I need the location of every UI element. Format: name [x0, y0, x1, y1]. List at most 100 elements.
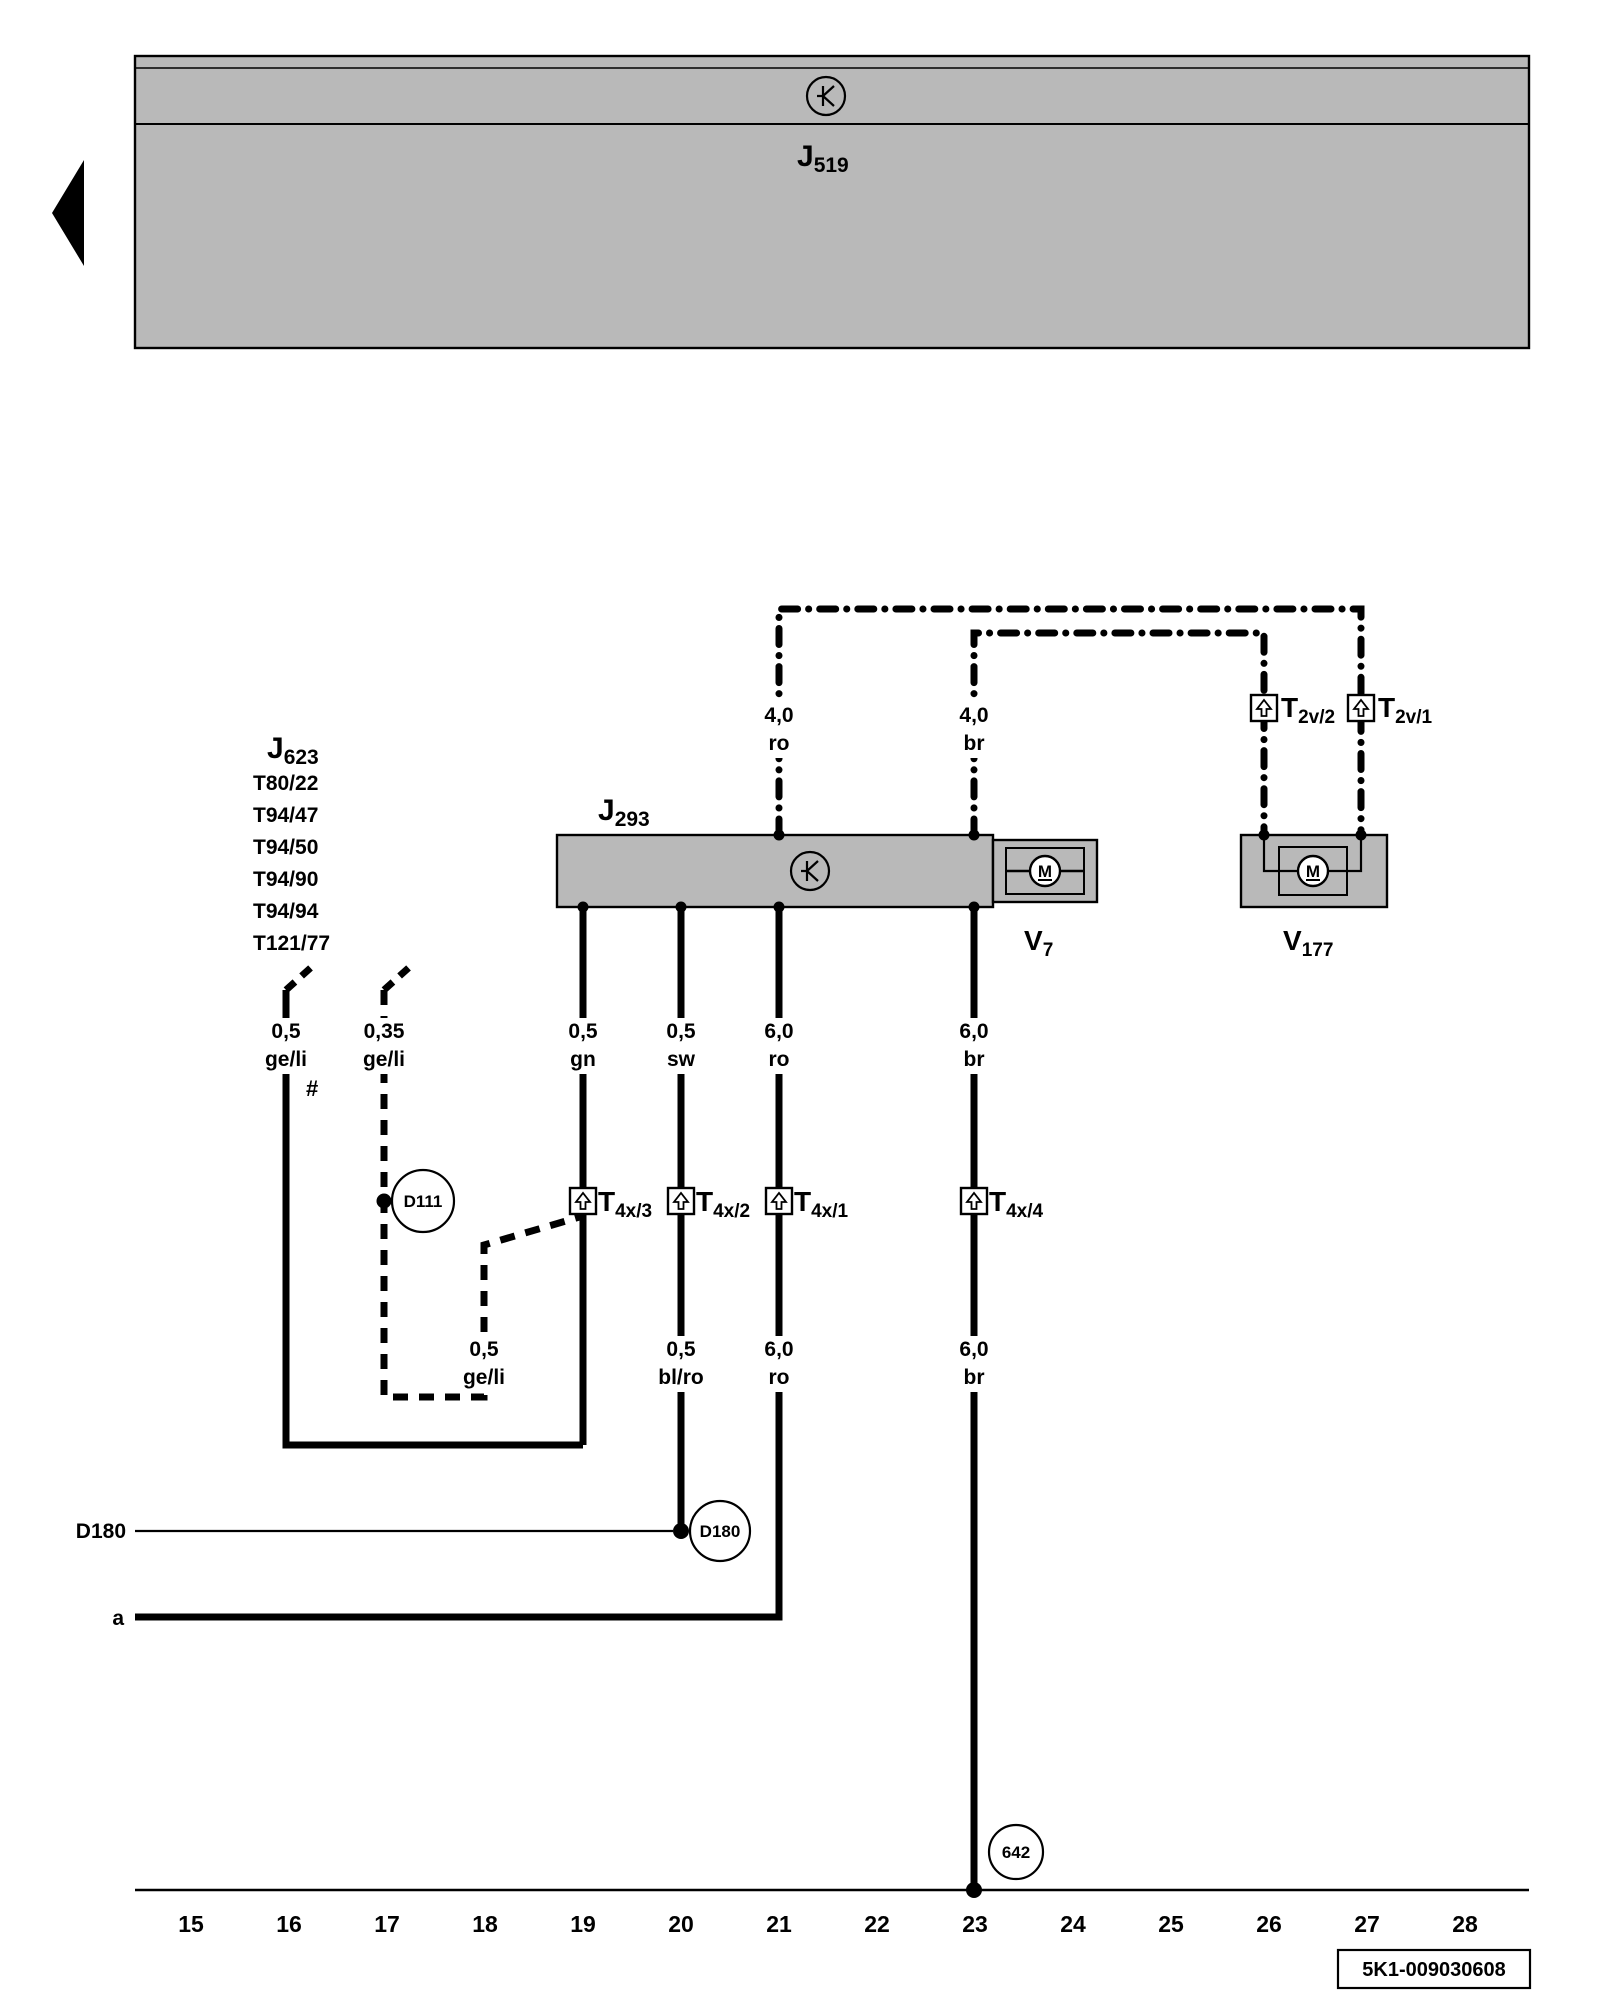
- grid-number: 25: [1158, 1911, 1184, 1937]
- grid-number: 20: [668, 1911, 694, 1937]
- wire-gauge-label: 6,0: [959, 1020, 988, 1043]
- wire-color-label: ge/li: [265, 1048, 307, 1071]
- grid-number: 19: [570, 1911, 596, 1937]
- connector-t4x2-icon: [666, 1186, 696, 1216]
- j293-label: J293: [598, 794, 650, 831]
- ground-junction-dot: [966, 1882, 982, 1898]
- module-j293: J293: [555, 794, 995, 913]
- t4x-connectors: T4x/3 T4x/2 T4x/1 T4x/4: [568, 1186, 1044, 1222]
- motor-letter: M: [1038, 862, 1052, 881]
- connector-t2v1-label: T2v/1: [1378, 692, 1433, 728]
- wire-labels-upper: 0,5 ge/li 0,35 ge/li 0,5 gn 0,5 sw 6,0 r…: [252, 1018, 1006, 1101]
- motor-lead: [1328, 835, 1363, 873]
- connector-t2v1-icon: [1346, 693, 1376, 723]
- label-plate: [348, 1018, 420, 1074]
- wire-geli-stub: [283, 960, 319, 993]
- wire-color-label: ge/li: [363, 1048, 405, 1071]
- top-circuit: 4,0 ro 4,0 br T2v/2 T2v/1: [747, 605, 1433, 839]
- wire-gauge-label: 4,0: [959, 704, 988, 727]
- v177-motor-housing: [1278, 846, 1348, 896]
- label-plate: [747, 1336, 811, 1392]
- connector-t2v2-label: T2v/2: [1281, 692, 1335, 728]
- wire-4-0-br: [970, 629, 1268, 839]
- part-number-box: [1336, 1948, 1532, 1990]
- hash-marker: #: [306, 1076, 318, 1101]
- wire-0-35-geli: [380, 990, 584, 1401]
- bottom-section: 15 16 17 18 19 20 21 22 23 24 25 26 27 2…: [135, 1882, 1532, 1990]
- grid-number: 17: [374, 1911, 400, 1937]
- j293-box: [555, 833, 995, 909]
- label-plate: [747, 700, 811, 758]
- grid-number: 28: [1452, 1911, 1478, 1937]
- grid-number: 22: [864, 1911, 890, 1937]
- wire-color-label: sw: [667, 1048, 696, 1071]
- junctions: D111 D180 D180 a 642: [76, 1168, 1045, 1881]
- label-plate: [942, 1018, 1006, 1074]
- ground-642-circle: [987, 1823, 1045, 1881]
- previous-page-arrow-icon[interactable]: [52, 160, 84, 266]
- pin-dot: [968, 829, 980, 841]
- connector-t2v2-icon: [1249, 693, 1279, 723]
- fan-v177: M V177: [1239, 829, 1389, 961]
- wire-color-label: gn: [570, 1048, 596, 1071]
- label-plate: [450, 1336, 518, 1392]
- connector-t4x4-icon: [959, 1186, 989, 1216]
- grid-number: 26: [1256, 1911, 1282, 1937]
- j623-label: J623: [267, 732, 319, 769]
- d111-label: D111: [404, 1192, 443, 1211]
- connector-t4x3-label: T4x/3: [598, 1186, 652, 1222]
- j623-pin: T121/77: [253, 932, 330, 955]
- wire-gauge-label: 0,35: [364, 1020, 405, 1043]
- grid-number: 27: [1354, 1911, 1380, 1937]
- connector-t4x4-label: T4x/4: [989, 1186, 1044, 1222]
- wire-color-label: br: [964, 732, 985, 755]
- d180-junction-dot: [673, 1523, 689, 1539]
- d180-reference-label: D180: [76, 1520, 126, 1543]
- j519-label: J519: [797, 140, 849, 177]
- j519-box: [133, 54, 1531, 350]
- connector-t4x2-label: T4x/2: [696, 1186, 750, 1222]
- wire-gauge-label: 0,5: [666, 1338, 696, 1361]
- wire-color-label: ro: [769, 1048, 790, 1071]
- motor-letter: M: [1306, 862, 1320, 881]
- wire-color-label: br: [964, 1048, 985, 1071]
- label-plate: [747, 1018, 811, 1074]
- d180-circle: [688, 1499, 752, 1563]
- label-plate: [252, 1018, 320, 1074]
- j623-pin: T80/22: [253, 772, 318, 795]
- wire-color-label: bl/ro: [658, 1366, 704, 1389]
- label-plate: [649, 1018, 713, 1074]
- wire-gauge-label: 6,0: [764, 1020, 793, 1043]
- wire-0-5-geli: [282, 990, 583, 1449]
- j623-pin: T94/90: [253, 868, 318, 891]
- fan-v7: M V7: [991, 838, 1099, 961]
- wire-color-label: ge/li: [463, 1366, 505, 1389]
- connector-t4x1-icon: [764, 1186, 794, 1216]
- grid-number: 16: [276, 1911, 302, 1937]
- wire-color-label: br: [964, 1366, 985, 1389]
- v177-label: V177: [1283, 925, 1333, 961]
- wire-gauge-label: 4,0: [764, 704, 793, 727]
- j623-pin: T94/94: [253, 900, 319, 923]
- label-plate: [551, 1018, 615, 1074]
- wire-color-label: ro: [769, 732, 790, 755]
- module-j519: J519: [133, 54, 1531, 350]
- motor-lead: [1262, 835, 1298, 873]
- label-plate: [942, 1336, 1006, 1392]
- v7-label: V7: [1024, 925, 1053, 961]
- d111-circle: [390, 1168, 456, 1234]
- connector-t4x1-label: T4x/1: [794, 1186, 849, 1222]
- d180-label: D180: [700, 1522, 741, 1541]
- grid-number: 15: [178, 1911, 204, 1937]
- grid-number: 23: [962, 1911, 988, 1937]
- a-reference-label: a: [112, 1607, 124, 1630]
- pin-dot: [1355, 829, 1367, 841]
- wire-gauge-label: 6,0: [959, 1338, 988, 1361]
- connector-t4x3-icon: [568, 1186, 598, 1216]
- wire-gauge-label: 0,5: [568, 1020, 598, 1043]
- grid-number: 24: [1060, 1911, 1086, 1937]
- wire-geli-dashed-stub: [381, 960, 417, 993]
- part-number: 5K1-009030608: [1362, 1959, 1505, 1981]
